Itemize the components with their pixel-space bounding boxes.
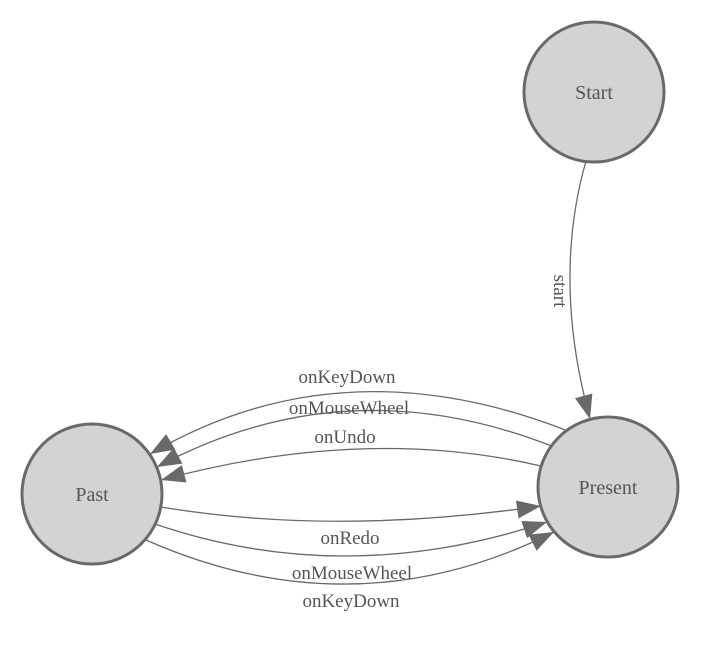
edge-past-to-present-onkeydown xyxy=(145,531,555,585)
edge-label-onkeydown-top: onKeyDown xyxy=(298,367,396,388)
edge-label-onmousewheel-top: onMouseWheel xyxy=(289,398,409,419)
edge-present-to-past-onkeydown xyxy=(149,390,569,455)
edge-label-onredo: onRedo xyxy=(320,528,379,549)
edge-start-to-present xyxy=(569,160,593,420)
edge-label-onkeydown-bottom: onKeyDown xyxy=(302,591,400,612)
edge-present-to-past-onundo xyxy=(160,447,542,483)
edge-label-onundo: onUndo xyxy=(314,427,375,448)
state-node-start-label: Start xyxy=(575,82,613,104)
state-node-past-label: Past xyxy=(75,484,109,506)
edge-past-to-present-onmousewheel xyxy=(154,521,548,557)
edge-present-to-past-onmousewheel xyxy=(156,409,555,468)
state-node-past xyxy=(20,422,164,566)
state-node-start xyxy=(522,20,666,164)
edge-label-start: start xyxy=(549,275,570,308)
edge-past-to-present-onredo xyxy=(160,500,542,522)
state-node-present-label: Present xyxy=(579,477,638,499)
edge-label-onmousewheel-bottom: onMouseWheel xyxy=(292,563,412,584)
state-node-present xyxy=(536,415,680,559)
